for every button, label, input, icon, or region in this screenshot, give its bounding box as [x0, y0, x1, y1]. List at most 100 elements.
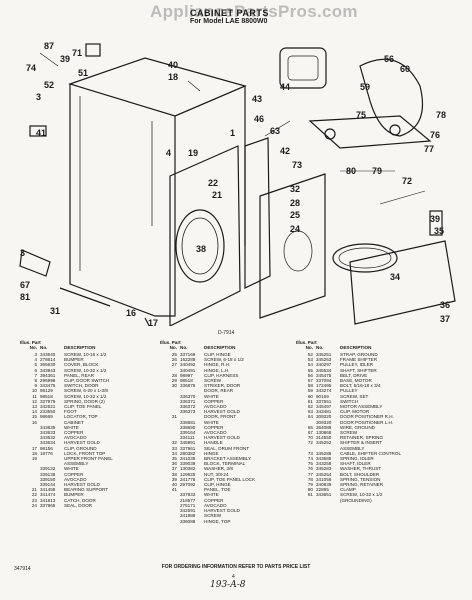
illus-number: 26 [171, 357, 177, 363]
part-number: 345251 [316, 352, 332, 357]
part-number: 98669 [40, 414, 53, 420]
part-description: SCREW, 6-20 x 1-3/8 [64, 388, 108, 394]
part-number: 343481 [316, 409, 332, 415]
part-number: 340839 [316, 482, 332, 488]
illus-number: 7 [34, 372, 37, 378]
callout-56: 56 [384, 54, 394, 64]
part-number: 309320 [316, 414, 332, 420]
illus-number: 54 [307, 362, 313, 368]
part-number: 364089 [316, 424, 332, 430]
drum-seal-ring [332, 243, 398, 273]
callout-75: 75 [356, 110, 366, 120]
part-number: 365630 [40, 362, 56, 368]
part-number: 90169 [316, 393, 329, 399]
part-description: SPRING, DOOR (2) [64, 398, 105, 404]
illus-number: 34 [171, 450, 177, 456]
illus-number: 41 [171, 487, 177, 493]
illus-number: 30 [171, 383, 177, 389]
part-description: SPRING, IDLER [340, 456, 374, 462]
illus-number: 67 [307, 430, 313, 436]
part-description: CLIP, HINGE [204, 482, 231, 488]
part-description: HARVEST GOLD [204, 435, 240, 441]
part-number: 345475 [316, 372, 332, 378]
part-number: 337833 [180, 492, 196, 498]
part-description: FRAME SHIFTER [340, 357, 378, 363]
page-number: 4 [232, 574, 235, 580]
illus-number: 4 [34, 357, 37, 363]
base-bracket [308, 115, 432, 149]
part-description: WIRE, GROUND [340, 424, 375, 430]
part-description: ASSEMBLY [340, 445, 365, 451]
lint-screen-frame [349, 240, 456, 325]
part-number: 345254 [316, 471, 332, 477]
part-number: 339144 [40, 482, 56, 488]
part-description: AVOCADO [204, 430, 227, 436]
door-opening [175, 209, 225, 283]
illus-number: 56 [307, 372, 313, 378]
part-description: HARVEST GOLD [204, 508, 240, 514]
part-description: BOLT, SHOULDER [340, 471, 380, 477]
part-number: 339164 [180, 430, 196, 436]
part-number: 340297 [316, 362, 332, 368]
part-number: 343640 [40, 352, 56, 357]
callout-73: 73 [292, 160, 302, 170]
part-number: 337979 [40, 398, 56, 404]
illus-number: 39 [171, 476, 177, 482]
part-number: 343943 [40, 367, 56, 373]
illus-number: 22 [31, 492, 37, 498]
part-number: 340491 [180, 367, 196, 373]
part-number: 18776 [40, 450, 53, 456]
part-description: CLIP, MOTOR [340, 409, 370, 415]
part-description: COPPER [64, 430, 84, 436]
illus-number: 81 [307, 492, 313, 498]
illus-number: 75 [307, 461, 313, 467]
part-number: 345285 [316, 450, 332, 456]
part-description: ASSEMBLY [64, 461, 89, 467]
callout-81: 81 [20, 292, 30, 302]
part-description: AVOCADO [64, 476, 87, 482]
illus-number: 17 [31, 445, 37, 451]
part-number: 343274 [316, 388, 332, 394]
illus-number: 25 [171, 352, 177, 357]
callout-4: 4 [166, 148, 171, 158]
part-description: PULLEY [340, 388, 358, 394]
part-description: WASHER, 3/8 [204, 466, 233, 472]
drive-belt [359, 58, 424, 137]
part-description: COPPER [64, 471, 84, 477]
part-number: 297092 [180, 482, 196, 488]
part-description: HARVEST GOLD [64, 482, 100, 488]
cabinet-top [68, 57, 247, 117]
illus-number: 63 [307, 409, 313, 415]
illus-number: 40 [171, 482, 177, 488]
part-description: NUT, 3/8-24 [204, 471, 229, 477]
callout-16: 16 [126, 308, 136, 318]
callout-25: 25 [290, 210, 300, 220]
part-description: STRIKER, DOOR [204, 383, 241, 389]
part-description: CLIP, DOOR SWITCH [64, 378, 110, 384]
part-description: SEAL, DOOR [64, 502, 93, 508]
part-description: DOOR POSITIONER R.H. [340, 414, 394, 420]
callout-3b: 3 [20, 248, 25, 258]
part-description: BUMPER [64, 492, 84, 498]
part-number: 345497 [316, 404, 332, 410]
part-description: RETAINER, SPRING [340, 435, 384, 441]
